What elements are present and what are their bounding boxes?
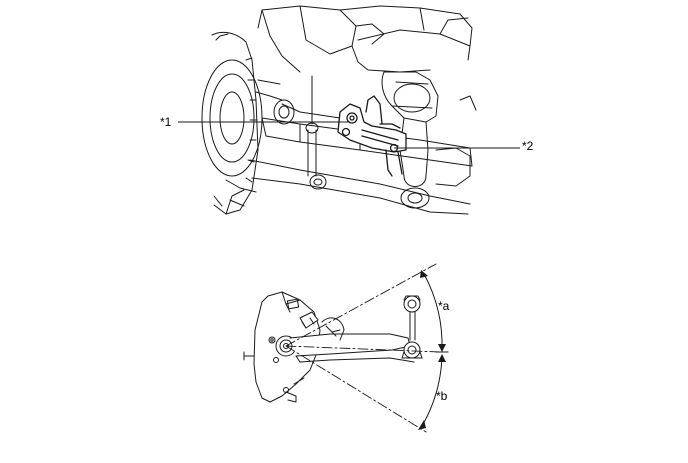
height-sensor xyxy=(337,95,407,177)
arc-a xyxy=(423,273,443,351)
lower-arm xyxy=(225,79,473,215)
reference-line-center xyxy=(285,345,441,353)
callout-2-label: *2 xyxy=(522,139,534,153)
stabilizer-link xyxy=(305,75,327,190)
angle-a-label: *a xyxy=(438,299,450,313)
suspension-assembly-view xyxy=(201,5,477,215)
sensor-detail-view xyxy=(243,263,449,433)
vehicle-frame xyxy=(257,5,473,73)
sensor-arm xyxy=(289,317,415,363)
reference-line-upper xyxy=(285,263,437,347)
arc-b xyxy=(421,355,443,427)
angle-arcs xyxy=(418,270,449,430)
link-rod xyxy=(401,295,423,359)
angle-reference-lines xyxy=(285,263,441,433)
reference-line-lower xyxy=(285,345,427,433)
brake-disc xyxy=(201,31,263,215)
angle-b-label: *b xyxy=(436,389,448,403)
callout-1-label: *1 xyxy=(160,115,172,129)
callout-leaders-top xyxy=(178,121,520,149)
